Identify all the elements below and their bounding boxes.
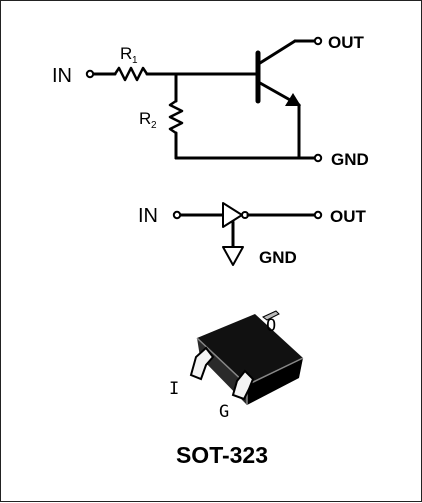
symbol-gnd-label: GND [259,248,297,267]
symbol-in-terminal [172,210,182,220]
schematic-in-label: IN [52,65,72,87]
schematic-out-label: OUT [328,33,365,52]
r2-subscript: 2 [151,120,157,131]
package-top [197,314,303,385]
lead-g [231,369,255,401]
pin-o-label: O [266,316,276,336]
sot323-package-image [189,310,304,405]
package-front-face [247,358,303,405]
r2-resistor [168,99,184,135]
out-terminal [313,36,323,46]
r1-resistor [113,66,149,82]
symbol-out-terminal [313,210,323,220]
lead-i [189,346,215,381]
ground-symbol [222,246,244,266]
r1-letter: R [120,44,132,63]
pin-g-label: G [219,402,229,422]
lead-o [262,310,280,321]
gnd-terminal [313,153,323,163]
schematic-circuit [85,36,323,163]
emitter-arrow [285,93,301,106]
schematic-gnd-label: GND [331,150,369,169]
in-terminal [85,69,95,79]
r1-subscript: 1 [132,55,138,66]
symbol-out-label: OUT [330,207,367,226]
pin-i-label: I [169,379,179,399]
symbol-in-label: IN [138,205,158,227]
package-name: SOT-323 [176,442,268,468]
transistor-collector [258,39,297,65]
symbol-circuit [172,202,323,266]
r2-letter: R [139,109,151,128]
